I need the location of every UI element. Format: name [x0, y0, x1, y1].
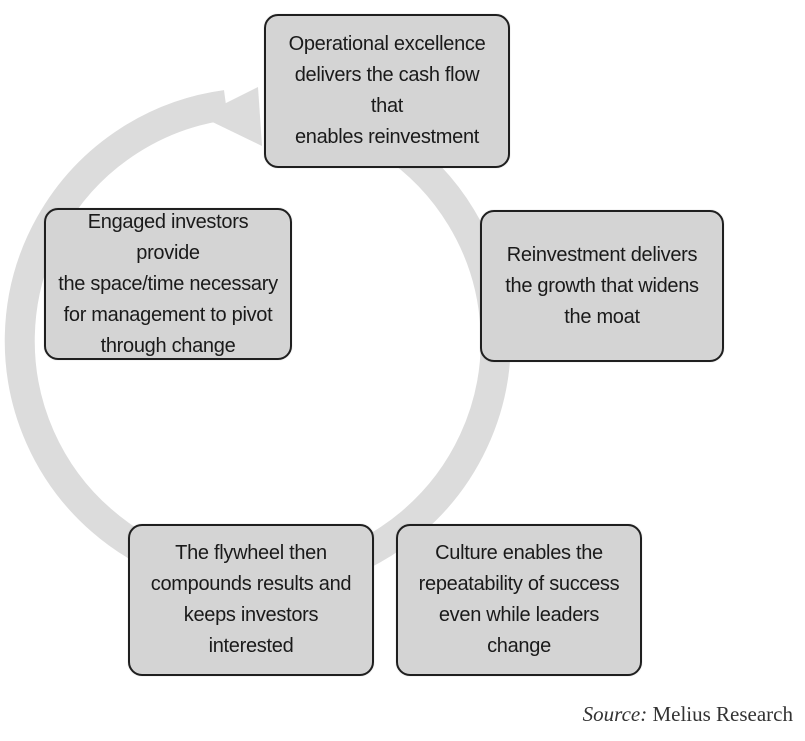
cycle-step-operational-excellence: Operational excellence delivers the cash…: [264, 14, 510, 168]
source-caption: Source: Melius Research: [583, 702, 793, 727]
cycle-step-culture: Culture enables the repeatability of suc…: [396, 524, 642, 676]
ring-arrowhead: [200, 87, 262, 146]
cycle-step-flywheel: The flywheel then compounds results and …: [128, 524, 374, 676]
source-label: Source:: [582, 702, 648, 726]
cycle-step-text: Operational excellence delivers the cash…: [288, 33, 486, 148]
cycle-step-text: Reinvestment delivers the growth that wi…: [505, 243, 699, 328]
cycle-step-engaged-investors: Engaged investors provide the space/time…: [44, 208, 292, 360]
source-name: Melius Research: [652, 702, 793, 726]
cycle-step-reinvestment: Reinvestment delivers the growth that wi…: [480, 210, 724, 362]
cycle-step-text: The flywheel then compounds results and …: [150, 542, 352, 657]
cycle-step-text: Culture enables the repeatability of suc…: [418, 542, 620, 657]
cycle-step-text: Engaged investors provide the space/time…: [58, 210, 278, 357]
